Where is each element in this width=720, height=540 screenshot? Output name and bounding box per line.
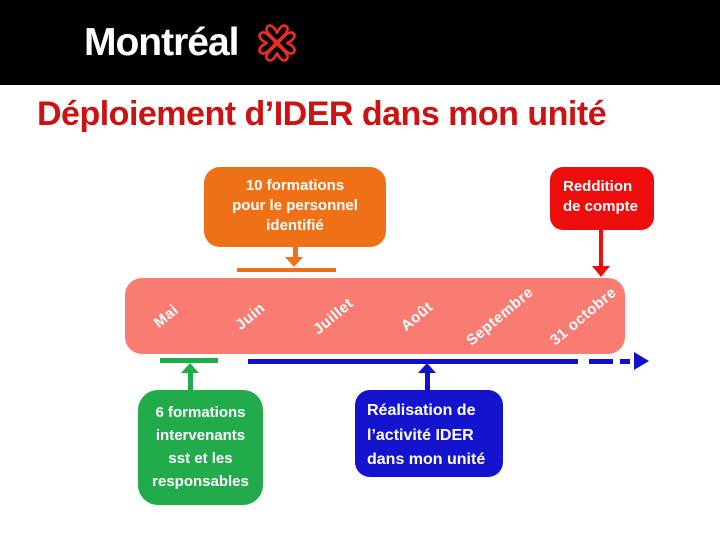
top-banner: Montréal: [0, 0, 720, 85]
blue-axis-dash: [620, 359, 630, 364]
montreal-rosette-icon: [257, 23, 296, 62]
callout-line: l’activité IDER: [367, 426, 474, 444]
callout-reddition: Reddition de compte: [550, 167, 654, 230]
callout-line: identifié: [266, 217, 324, 234]
month-label: Août: [397, 297, 436, 335]
timeline-month: Juillet: [292, 278, 375, 354]
blue-arrow-right-icon: [634, 352, 649, 370]
blue-arrow-up-icon: [418, 363, 436, 373]
timeline-month: Août: [375, 278, 458, 354]
callout-line: sst et les: [168, 450, 233, 467]
green-connector-shaft: [188, 373, 193, 391]
callout-line: 6 formations: [155, 404, 246, 421]
blue-axis-dash: [589, 359, 613, 364]
callout-line: 10 formations: [245, 177, 345, 194]
callout-6-formations: 6 formations intervenants sst et les res…: [138, 390, 263, 505]
timeline-bar: Mai Juin Juillet Août Septembre 31 octob…: [125, 278, 625, 354]
red-connector-shaft: [599, 230, 603, 268]
callout-line: intervenants: [155, 427, 246, 444]
page-title: Déploiement d’IDER dans mon unité: [37, 95, 607, 133]
callout-10-formations: 10 formations pour le personnel identifi…: [204, 167, 386, 247]
orange-span-tick: [237, 268, 336, 272]
blue-timeline-axis: [248, 359, 578, 364]
montreal-wordmark: Montréal: [84, 21, 240, 64]
timeline-month: Juin: [208, 278, 291, 354]
callout-line: Réalisation de: [367, 402, 476, 419]
blue-connector-shaft: [425, 373, 430, 391]
callout-line: de compte: [563, 198, 639, 215]
timeline-month: 31 octobre: [542, 278, 625, 354]
month-label: 31 octobre: [546, 283, 620, 349]
callout-line: pour le personnel: [232, 197, 358, 214]
callout-realisation: Réalisation de l’activité IDER dans mon …: [355, 390, 503, 477]
callout-line: responsables: [152, 473, 249, 490]
callout-line: Reddition: [563, 178, 633, 195]
orange-connector-shaft: [293, 247, 298, 258]
green-span-tick: [160, 358, 218, 363]
orange-arrow-down-icon: [285, 257, 303, 267]
month-label: Juillet: [309, 294, 357, 338]
timeline-month: Septembre: [458, 278, 541, 354]
red-arrow-down-icon: [592, 266, 610, 277]
timeline-month: Mai: [125, 278, 208, 354]
month-label: Mai: [151, 300, 183, 332]
month-label: Juin: [231, 298, 269, 334]
green-arrow-up-icon: [181, 363, 199, 373]
month-label: Septembre: [463, 283, 537, 349]
callout-line: dans mon unité: [367, 451, 486, 468]
